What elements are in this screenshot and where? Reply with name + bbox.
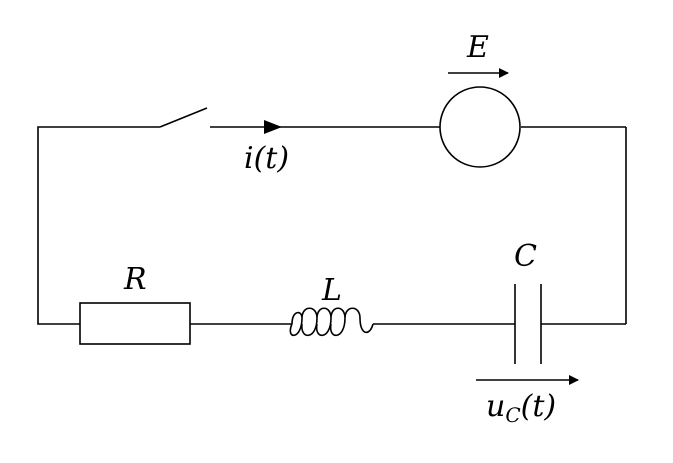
voltage-source-symbol bbox=[439, 86, 521, 168]
resistor-symbol bbox=[79, 302, 191, 345]
capacitor-voltage-subscript: C bbox=[505, 403, 520, 427]
resistor-label: R bbox=[123, 262, 147, 297]
inductor-coil bbox=[289, 307, 374, 337]
current-label: i(t) bbox=[244, 141, 289, 176]
capacitor-voltage-base: u bbox=[486, 389, 505, 424]
top-left-wire bbox=[37, 126, 160, 325]
emf-label: E bbox=[466, 30, 489, 65]
capacitor-voltage-label: uC(t) bbox=[486, 389, 556, 427]
current-arrowhead bbox=[264, 120, 282, 134]
capacitor-voltage-arg: (t) bbox=[521, 389, 556, 424]
inductor-label: L bbox=[321, 273, 342, 308]
switch-blade bbox=[159, 107, 208, 128]
capacitor-label: C bbox=[514, 239, 537, 274]
